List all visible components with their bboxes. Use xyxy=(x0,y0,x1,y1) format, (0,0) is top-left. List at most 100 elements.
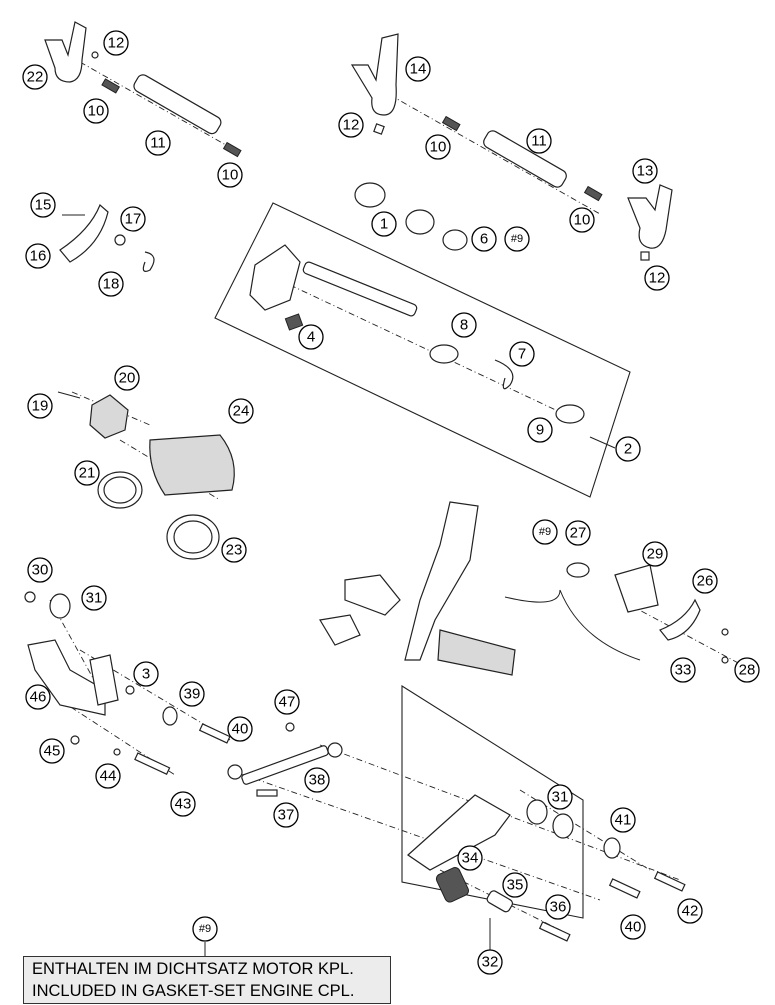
callout-10-c: 10 xyxy=(425,134,451,160)
callout-4: 4 xyxy=(298,324,324,350)
callout-38: 38 xyxy=(304,767,330,793)
callout-6: 6 xyxy=(471,226,497,252)
svg-text:11: 11 xyxy=(150,135,166,152)
svg-text:19: 19 xyxy=(32,398,49,415)
callout-32: 32 xyxy=(477,949,503,975)
callout-40-b: 40 xyxy=(620,914,646,940)
marker-9-b: #9 xyxy=(532,519,558,545)
callout-21: 21 xyxy=(74,460,100,486)
callout-10-a: 10 xyxy=(83,98,109,124)
callout-12-c: 12 xyxy=(644,265,670,291)
callout-40-a: 40 xyxy=(227,716,253,742)
svg-text:33: 33 xyxy=(675,662,692,679)
svg-text:1: 1 xyxy=(380,216,388,233)
svg-text:15: 15 xyxy=(35,197,52,214)
svg-text:10: 10 xyxy=(88,103,105,120)
svg-text:16: 16 xyxy=(30,248,47,265)
svg-text:44: 44 xyxy=(100,768,117,785)
callout-18: 18 xyxy=(98,271,124,297)
callout-14: 14 xyxy=(405,56,431,82)
callout-37: 37 xyxy=(273,802,299,828)
svg-text:14: 14 xyxy=(410,61,427,78)
svg-text:21: 21 xyxy=(79,465,96,482)
part-drawings xyxy=(24,21,729,942)
svg-text:26: 26 xyxy=(697,573,714,590)
svg-text:17: 17 xyxy=(125,211,142,228)
callout-35: 35 xyxy=(502,872,528,898)
callout-12-a: 12 xyxy=(103,30,129,56)
svg-text:#9: #9 xyxy=(511,233,523,245)
callout-33: 33 xyxy=(670,657,696,683)
callout-31-a: 31 xyxy=(81,585,107,611)
svg-text:8: 8 xyxy=(460,317,468,334)
callout-11-b: 11 xyxy=(526,128,552,154)
svg-text:34: 34 xyxy=(462,850,479,867)
callout-1: 1 xyxy=(371,211,397,237)
callout-22: 22 xyxy=(22,64,48,90)
svg-text:31: 31 xyxy=(86,590,103,607)
svg-text:40: 40 xyxy=(625,919,642,936)
callout-39: 39 xyxy=(179,681,205,707)
callout-9: 9 xyxy=(527,417,553,443)
callout-36: 36 xyxy=(545,894,571,920)
svg-text:10: 10 xyxy=(222,167,239,184)
callout-19: 19 xyxy=(27,393,53,419)
callout-31-b: 31 xyxy=(547,784,573,810)
svg-text:29: 29 xyxy=(647,546,664,563)
svg-text:38: 38 xyxy=(309,772,326,789)
svg-text:32: 32 xyxy=(482,954,499,971)
svg-text:35: 35 xyxy=(507,877,524,894)
shift-shaft-assembly-frame xyxy=(214,202,631,498)
svg-text:12: 12 xyxy=(108,35,125,52)
svg-text:42: 42 xyxy=(682,903,699,920)
marker-9-a: #9 xyxy=(504,226,530,252)
callout-27: 27 xyxy=(565,520,591,546)
callout-10-d: 10 xyxy=(569,207,595,233)
svg-text:31: 31 xyxy=(552,789,569,806)
gasket-set-note: ENTHALTEN IM DICHTSATZ MOTOR KPL. INCLUD… xyxy=(23,956,391,1004)
svg-text:3: 3 xyxy=(142,666,150,683)
callout-47: 47 xyxy=(274,689,300,715)
callout-11-a: 11 xyxy=(145,130,171,156)
svg-text:43: 43 xyxy=(175,796,192,813)
callout-26: 26 xyxy=(692,568,718,594)
callout-17: 17 xyxy=(120,206,146,232)
svg-text:27: 27 xyxy=(570,525,587,542)
callout-24: 24 xyxy=(228,398,254,424)
svg-text:10: 10 xyxy=(574,212,591,229)
svg-text:28: 28 xyxy=(739,662,756,679)
callout-15: 15 xyxy=(30,192,56,218)
callout-13: 13 xyxy=(632,158,658,184)
callout-29: 29 xyxy=(642,541,668,567)
svg-text:22: 22 xyxy=(27,69,44,86)
callout-16: 16 xyxy=(25,243,51,269)
callout-42: 42 xyxy=(677,898,703,924)
svg-text:24: 24 xyxy=(233,403,250,420)
svg-text:41: 41 xyxy=(615,812,632,829)
callout-45: 45 xyxy=(39,738,65,764)
callout-20: 20 xyxy=(114,365,140,391)
callout-34: 34 xyxy=(457,845,483,871)
callout-3: 3 xyxy=(133,661,159,687)
svg-text:20: 20 xyxy=(119,370,136,387)
callout-44: 44 xyxy=(95,763,121,789)
svg-text:10: 10 xyxy=(430,139,447,156)
callout-46: 46 xyxy=(25,684,51,710)
svg-text:37: 37 xyxy=(278,807,295,824)
callout-8: 8 xyxy=(451,312,477,338)
callout-28: 28 xyxy=(734,657,760,683)
svg-text:13: 13 xyxy=(637,163,654,180)
svg-text:46: 46 xyxy=(30,689,47,706)
svg-text:11: 11 xyxy=(531,133,547,150)
svg-text:47: 47 xyxy=(279,694,296,711)
svg-text:30: 30 xyxy=(32,562,49,579)
svg-text:18: 18 xyxy=(103,276,120,293)
svg-text:45: 45 xyxy=(44,743,61,760)
callout-10-b: 10 xyxy=(217,162,243,188)
callout-7: 7 xyxy=(509,341,535,367)
callout-2: 2 xyxy=(615,436,641,462)
note-line-english: INCLUDED IN GASKET-SET ENGINE CPL. xyxy=(32,982,355,1000)
svg-text:6: 6 xyxy=(480,231,488,248)
callout-12-b: 12 xyxy=(338,112,364,138)
